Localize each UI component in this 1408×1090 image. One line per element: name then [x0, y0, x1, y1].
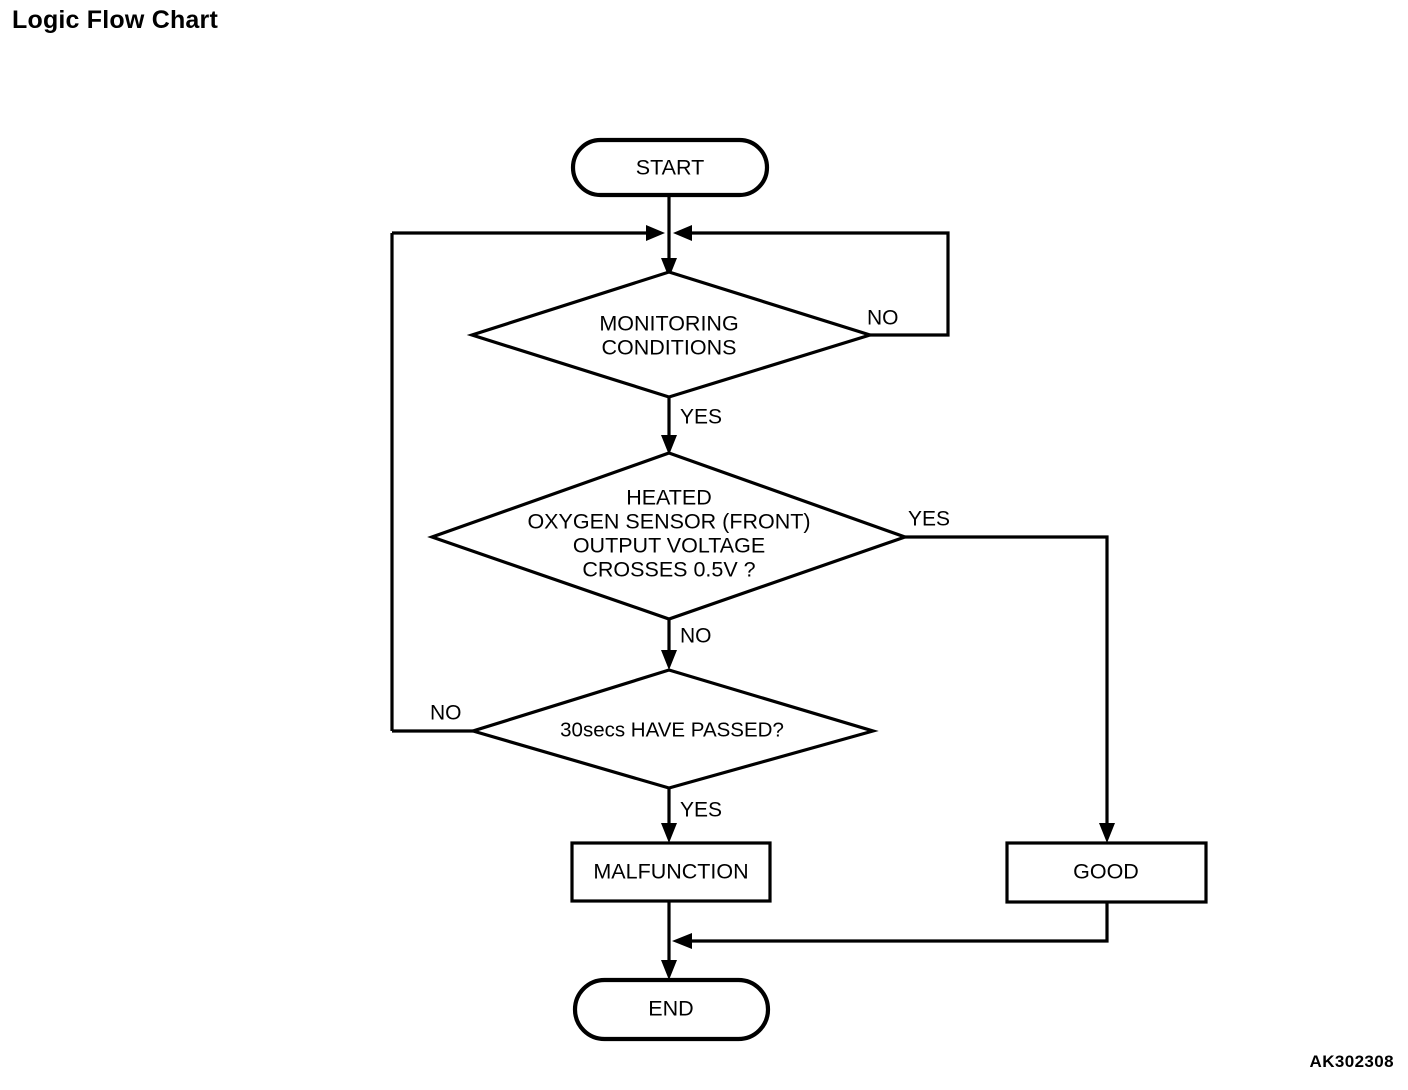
- timer-label: 30secs HAVE PASSED?: [560, 718, 784, 741]
- o2sensor-decision-shape: [427, 451, 910, 621]
- arrowhead-monitoring-no-junction: [673, 225, 692, 241]
- end-terminator-shape: [572, 977, 771, 1042]
- monitoring-label-line2: CONDITIONS: [602, 336, 737, 360]
- reference-code: AK302308: [1309, 1052, 1394, 1071]
- arrowhead-into-good: [1099, 823, 1115, 843]
- node-o2-sensor-voltage[interactable]: HEATED OXYGEN SENSOR (FRONT) OUTPUT VOLT…: [427, 451, 910, 621]
- malfunction-label: MALFUNCTION: [593, 860, 748, 884]
- node-monitoring-conditions[interactable]: MONITORING CONDITIONS: [466, 270, 876, 399]
- start-terminator-shape: [570, 137, 770, 198]
- o2sensor-label-line3: OUTPUT VOLTAGE: [573, 534, 765, 558]
- branch-label-timer-yes: YES: [680, 799, 722, 822]
- arrowhead-good-merge: [672, 933, 692, 949]
- arrowhead-into-o2sensor: [661, 435, 677, 455]
- o2sensor-label-line2: OXYGEN SENSOR (FRONT): [527, 510, 810, 534]
- arrowhead-into-monitoring: [661, 258, 677, 278]
- arrowhead-into-timer: [661, 650, 677, 670]
- branch-label-monitoring-no: NO: [867, 307, 899, 330]
- o2sensor-label-line1: HEATED: [626, 486, 712, 510]
- page-title: Logic Flow Chart: [12, 6, 218, 34]
- node-malfunction[interactable]: MALFUNCTION: [570, 841, 772, 903]
- node-good[interactable]: GOOD: [1005, 841, 1208, 904]
- end-label: END: [648, 997, 693, 1021]
- arrowhead-left-rail-junction: [646, 225, 665, 241]
- malfunction-box-shape: [570, 841, 772, 903]
- good-box-shape: [1005, 841, 1208, 904]
- edge-good-to-end: [684, 902, 1109, 943]
- branch-label-monitoring-yes: YES: [680, 406, 722, 429]
- o2sensor-label-line4: CROSSES 0.5V ?: [582, 558, 755, 582]
- monitoring-decision-shape: [466, 270, 876, 399]
- good-label: GOOD: [1073, 860, 1139, 884]
- node-start[interactable]: START: [570, 137, 770, 198]
- edge-o2sensor-yes-to-good: [905, 535, 1109, 835]
- node-timer-30secs[interactable]: 30secs HAVE PASSED?: [467, 668, 879, 790]
- node-end[interactable]: END: [572, 977, 771, 1042]
- timer-decision-shape: [467, 668, 879, 790]
- edge-monitoring-no-loopback: [681, 231, 950, 337]
- monitoring-label-line1: MONITORING: [599, 312, 738, 336]
- branch-label-o2sensor-yes: YES: [908, 508, 950, 531]
- arrowhead-into-end: [661, 960, 677, 980]
- arrowhead-into-malfunction: [661, 823, 677, 843]
- branch-label-timer-no: NO: [430, 702, 462, 725]
- start-label: START: [636, 156, 705, 180]
- branch-label-o2sensor-no: NO: [680, 625, 712, 648]
